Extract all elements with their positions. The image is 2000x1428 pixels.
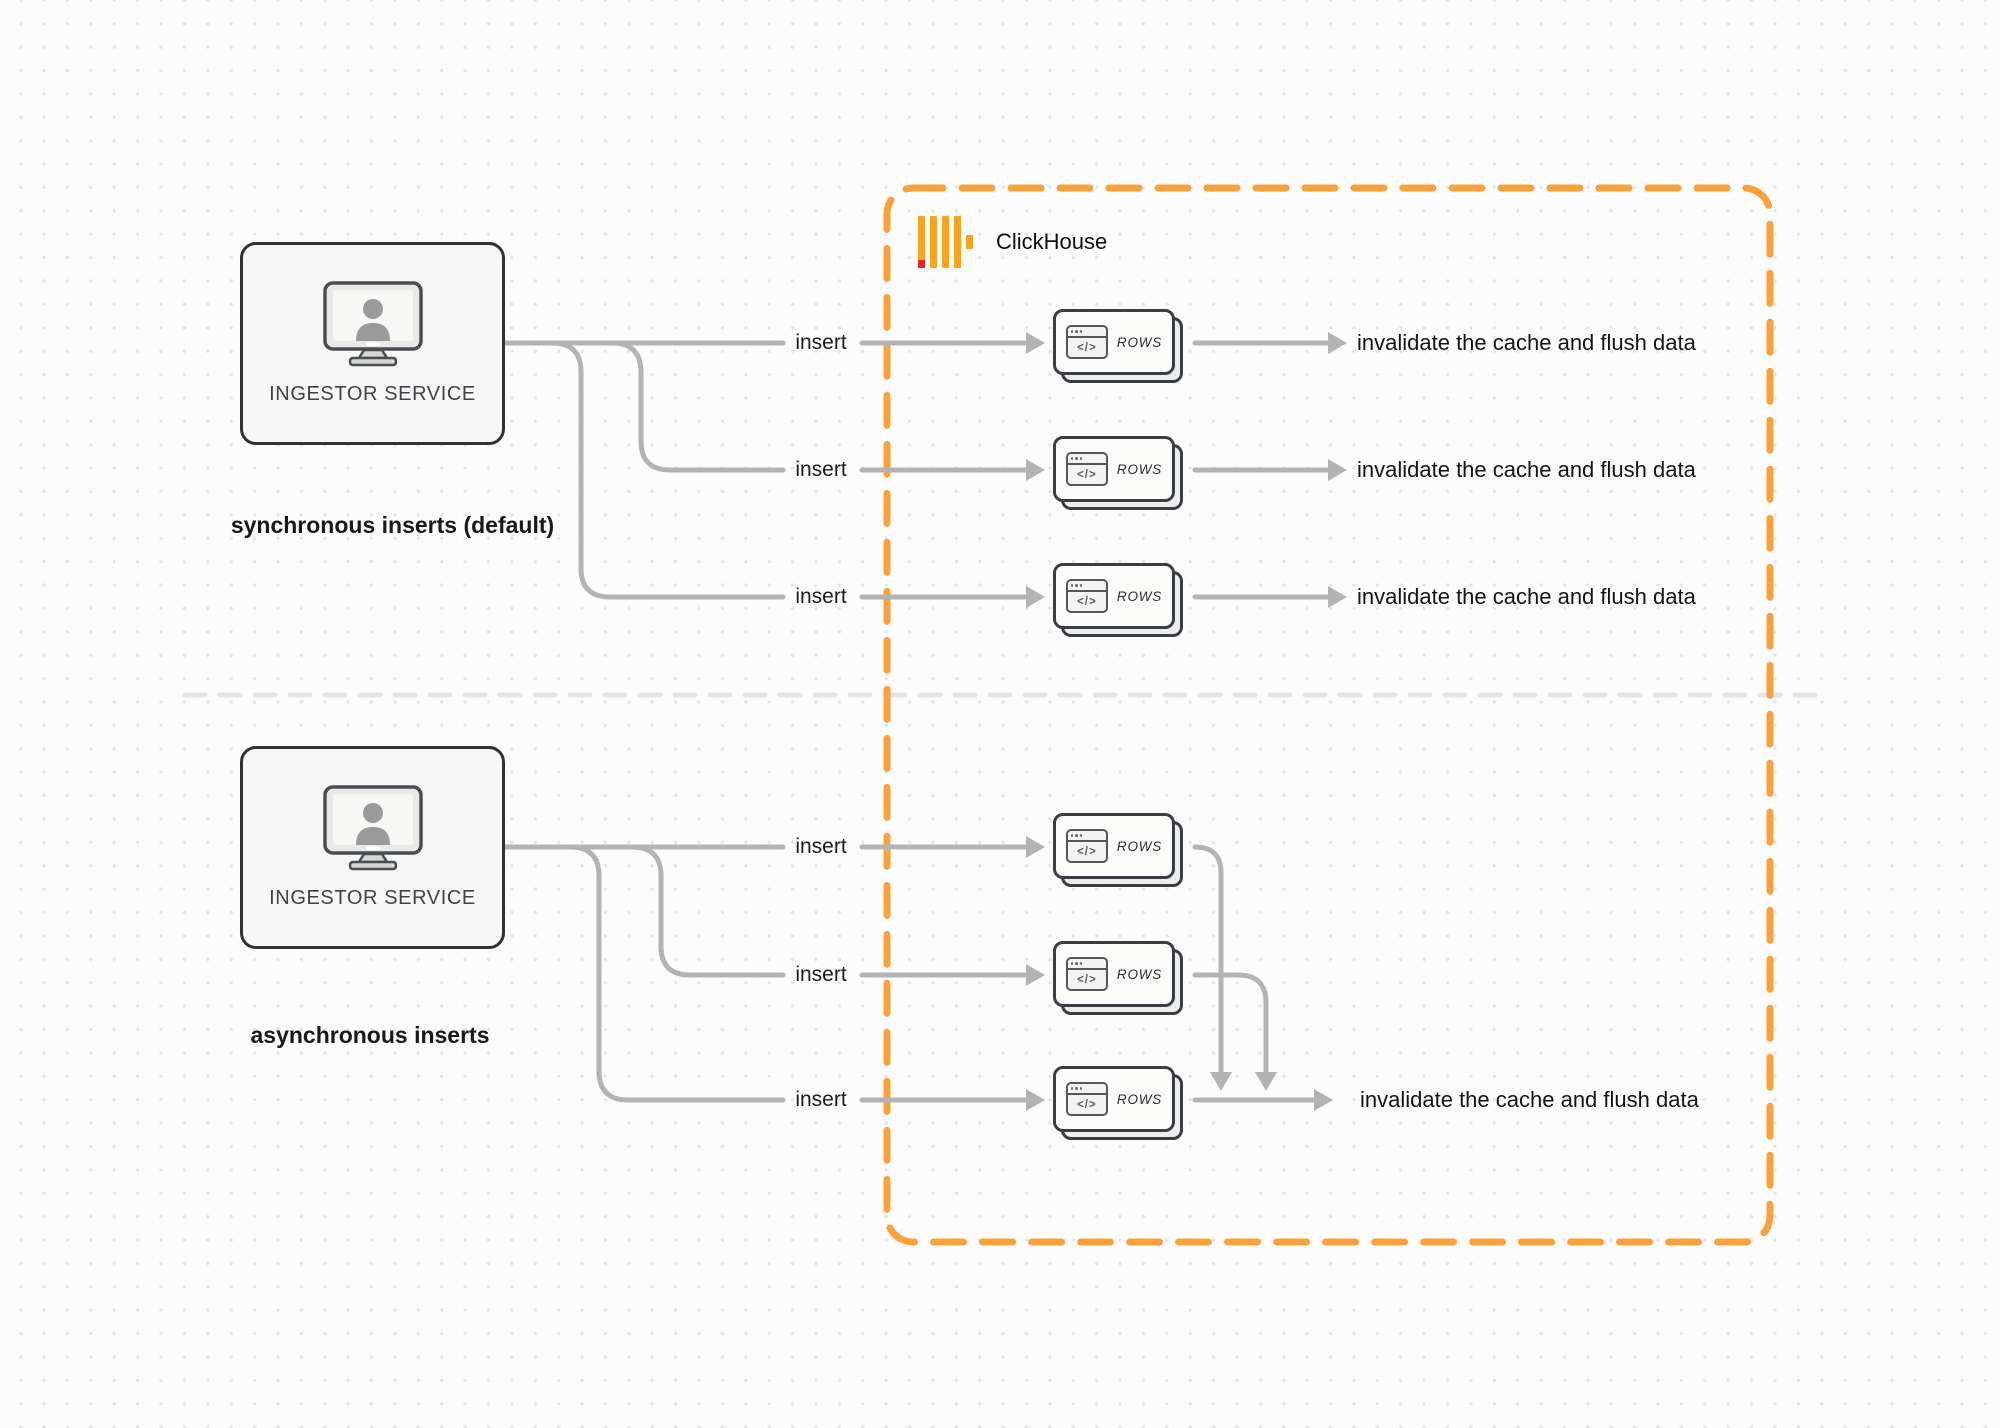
async-rows-card-3: </> ROWS: [1053, 1066, 1185, 1142]
code-window-icon: </>: [1065, 1082, 1108, 1116]
sync-ingestor-service-box: INGESTOR SERVICE: [240, 242, 505, 445]
rows-card-front: </> ROWS: [1053, 436, 1175, 502]
async-ingestor-service-label: INGESTOR SERVICE: [269, 887, 476, 909]
async-insert-label-3: insert: [795, 1088, 847, 1111]
code-glyph: </>: [1077, 468, 1097, 481]
rows-card-front: </> ROWS: [1053, 309, 1175, 375]
code-window-titlebar: [1067, 581, 1106, 592]
clickhouse-bar: [930, 216, 937, 268]
code-window-titlebar: [1067, 327, 1106, 338]
async-branch-3: [567, 844, 786, 1103]
clickhouse-bar: [954, 216, 961, 268]
arrowheads: [1026, 332, 1347, 1111]
code-window-icon: </>: [1065, 957, 1108, 991]
code-window-titlebar: [1067, 454, 1106, 465]
monitor-user-icon: [322, 281, 423, 367]
rows-card-front: </> ROWS: [1053, 1066, 1175, 1132]
clickhouse-bar: [942, 216, 949, 268]
code-glyph: </>: [1077, 973, 1097, 986]
clickhouse-bar: [918, 216, 925, 268]
code-window-titlebar: [1067, 1084, 1106, 1095]
code-window-icon: </>: [1065, 325, 1108, 359]
sync-insert-label-1: insert: [795, 331, 847, 354]
rows-card-front: </> ROWS: [1053, 563, 1175, 629]
async-branch-2: [629, 844, 786, 978]
sync-rows-card-1: </> ROWS: [1053, 309, 1185, 385]
async-converge-2: [1192, 972, 1269, 1075]
code-glyph: </>: [1077, 845, 1097, 858]
rows-card-label: ROWS: [1116, 838, 1163, 854]
async-ingestor-service-box: INGESTOR SERVICE: [240, 746, 505, 949]
async-caption: asynchronous inserts: [250, 1022, 490, 1048]
code-window-icon: </>: [1065, 452, 1108, 486]
async-result-label: invalidate the cache and flush data: [1360, 1087, 1699, 1112]
rows-card-label: ROWS: [1116, 966, 1163, 982]
rows-card-front: </> ROWS: [1053, 813, 1175, 879]
clickhouse-bar-short: [966, 235, 973, 249]
code-glyph: </>: [1077, 595, 1097, 608]
async-insert-label-2: insert: [795, 963, 847, 986]
clickhouse-logo-icon: [918, 216, 973, 268]
code-glyph: </>: [1077, 341, 1097, 354]
sync-insert-label-2: insert: [795, 458, 847, 481]
sync-result-label-1: invalidate the cache and flush data: [1357, 330, 1696, 355]
clickhouse-bar-red-accent: [918, 260, 925, 268]
code-window-titlebar: [1067, 959, 1106, 970]
async-rows-card-1: </> ROWS: [1053, 813, 1185, 889]
sync-rows-card-2: </> ROWS: [1053, 436, 1185, 512]
rows-card-front: </> ROWS: [1053, 941, 1175, 1007]
sync-caption: synchronous inserts (default): [230, 512, 555, 538]
sync-result-label-2: invalidate the cache and flush data: [1357, 457, 1696, 482]
code-window-titlebar: [1067, 831, 1106, 842]
rows-card-label: ROWS: [1116, 334, 1163, 350]
async-converge-1: [1192, 844, 1224, 1075]
sync-branch-2: [609, 340, 786, 473]
async-rows-card-2: </> ROWS: [1053, 941, 1185, 1017]
sync-result-label-3: invalidate the cache and flush data: [1357, 584, 1696, 609]
sync-insert-label-3: insert: [795, 585, 847, 608]
async-insert-label-1: insert: [795, 835, 847, 858]
sync-rows-card-3: </> ROWS: [1053, 563, 1185, 639]
sync-branch-3: [549, 340, 786, 600]
code-glyph: </>: [1077, 1098, 1097, 1111]
rows-card-label: ROWS: [1116, 1091, 1163, 1107]
clickhouse-boundary: [883, 184, 1774, 1246]
monitor-user-icon: [322, 785, 423, 871]
clickhouse-label: ClickHouse: [996, 229, 1108, 254]
code-window-icon: </>: [1065, 579, 1108, 613]
code-window-icon: </>: [1065, 829, 1108, 863]
rows-card-label: ROWS: [1116, 588, 1163, 604]
sync-ingestor-service-label: INGESTOR SERVICE: [269, 383, 476, 405]
rows-card-label: ROWS: [1116, 461, 1163, 477]
